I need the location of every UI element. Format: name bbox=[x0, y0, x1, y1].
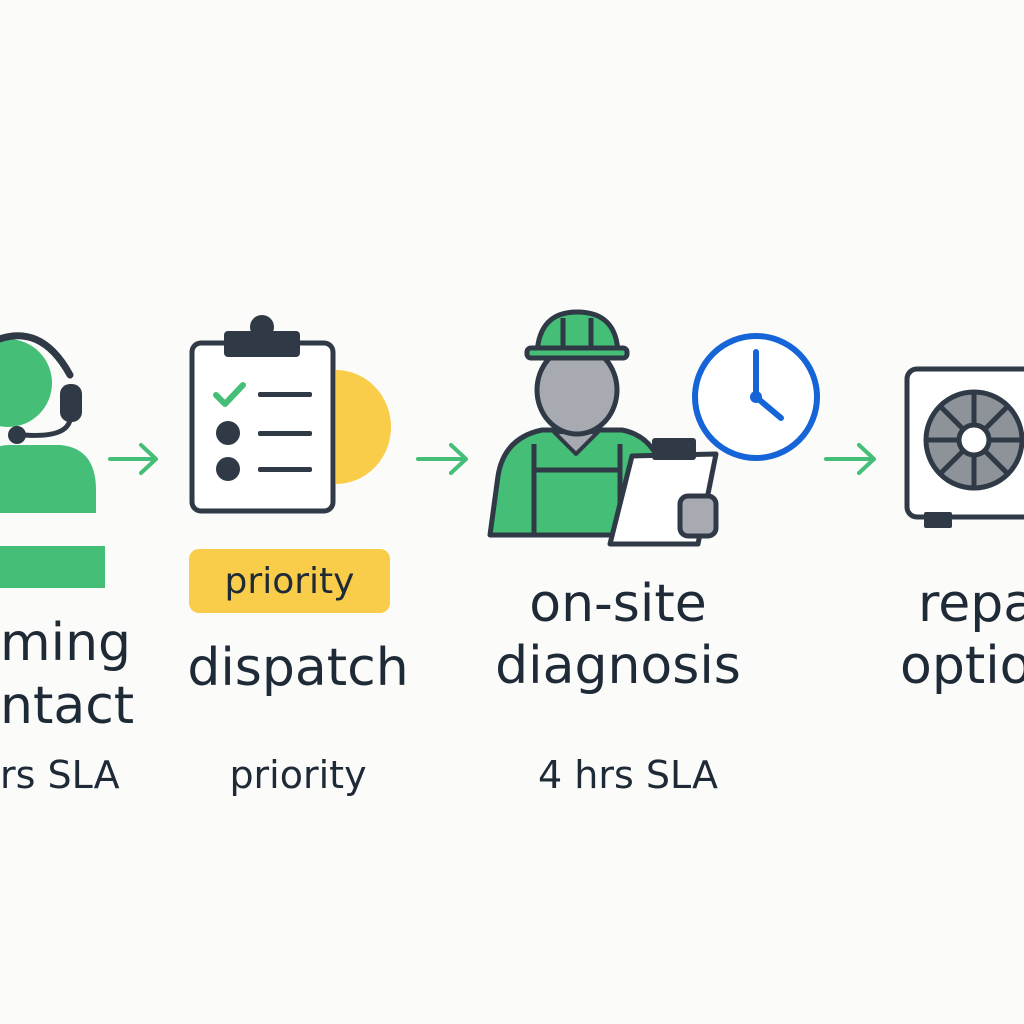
step4-title-line1: repa bbox=[918, 574, 1024, 634]
headset-agent-icon bbox=[0, 332, 105, 588]
arrow-right-icon bbox=[416, 443, 468, 475]
step1-title-line1: ming bbox=[0, 613, 132, 673]
hvac-unit-icon bbox=[904, 366, 1024, 528]
step4-title-line2: optio bbox=[900, 636, 1024, 696]
arrow-right-icon bbox=[824, 443, 876, 475]
step3-title-line1: on-site bbox=[529, 574, 707, 634]
step1-title-line2: ntact bbox=[0, 676, 135, 736]
step1-sla: rs SLA bbox=[0, 753, 120, 797]
step3-title-line2: diagnosis bbox=[495, 636, 741, 696]
priority-badge: priority bbox=[189, 549, 390, 613]
step2-title: dispatch bbox=[187, 638, 409, 698]
clock-icon bbox=[692, 333, 820, 461]
step3-sla: 4 hrs SLA bbox=[538, 753, 718, 797]
clipboard-checklist-icon bbox=[189, 315, 391, 514]
step2-sub: priority bbox=[229, 753, 367, 797]
arrow-right-icon bbox=[108, 443, 158, 475]
technician-with-clipboard-icon bbox=[487, 309, 719, 547]
